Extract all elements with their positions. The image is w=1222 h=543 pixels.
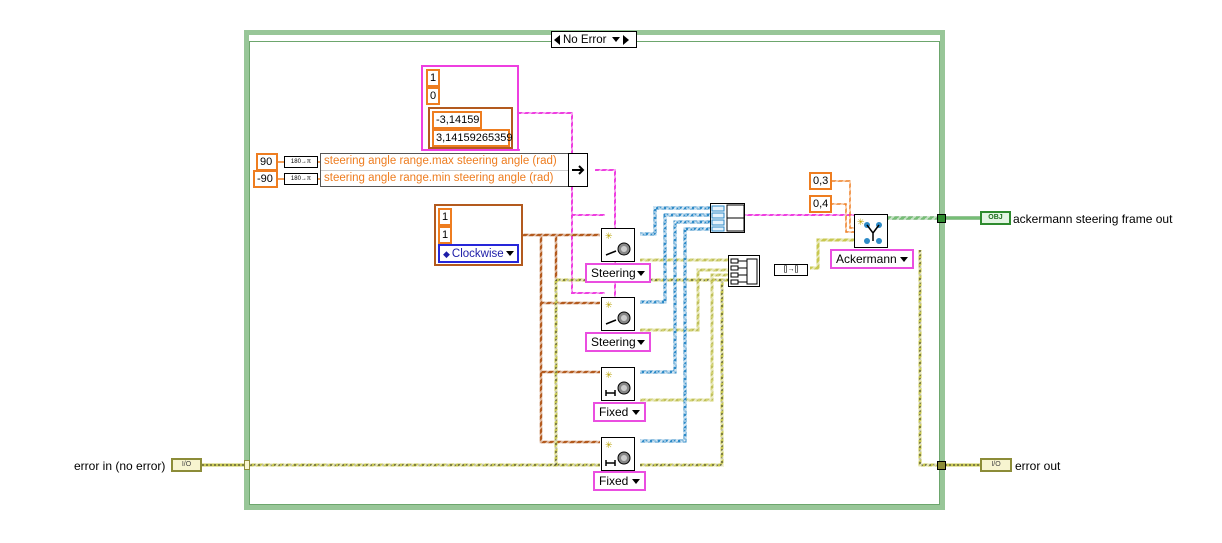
wheel-cluster-constant[interactable]: 1 1 ◆ Clockwise [434,204,523,266]
ackermann-icon: ✳ [857,217,882,244]
wheel-value-1[interactable]: 1 [438,208,452,226]
bundle-node[interactable] [568,153,588,187]
svg-text:✳: ✳ [605,231,613,241]
build-array-node[interactable] [710,203,745,233]
fixed-wheel-icon: ✳ [605,440,631,466]
deg-to-rad-convert-max[interactable]: 180→π [284,156,318,168]
wheel-type-2-dropdown-icon[interactable] [637,339,645,345]
dimension-constant-b[interactable]: 0,4 [809,195,832,213]
error-cluster-icon: I/O [181,461,192,468]
deg-wires [278,161,322,180]
wheel-type-3[interactable]: Fixed [593,402,646,422]
steering-wheel-icon: ✳ [605,231,631,256]
wheel-type-1-dropdown-icon[interactable] [637,270,645,276]
error-cluster-icon: I/O [991,461,1001,468]
wheel-vi-4[interactable]: ✳ [601,437,635,471]
direction-enum[interactable]: ◆ Clockwise [438,244,519,263]
error-in-tunnel [244,460,250,470]
range-min-constant[interactable]: -3,14159 [432,111,482,129]
max-degree-constant[interactable]: 90 [256,153,278,171]
bundle-arrow-icon [572,165,585,175]
wheel-value-2[interactable]: 1 [438,226,452,244]
case-dropdown-icon[interactable] [612,37,621,42]
unbundle-max-row: steering angle range.max steering angle … [321,154,576,171]
frame-out-tunnel [937,214,946,223]
error-out-terminal[interactable]: I/O [980,458,1012,472]
frame-type-enum[interactable]: Ackermann [830,249,914,269]
wheel-type-2[interactable]: Steering [585,332,651,352]
array-constant[interactable]: 1 0 -3,14159 3,14159265359 [421,65,519,151]
wheel-type-3-dropdown-icon[interactable] [632,409,640,415]
frame-out-terminal[interactable]: OBJ [980,211,1011,225]
wheel-vi-2[interactable]: ✳ [601,297,635,331]
range-cluster-constant[interactable]: -3,14159 3,14159265359 [428,107,513,149]
wheel-type-4-dropdown-icon[interactable] [632,478,640,484]
merge-errors-icon [730,258,758,285]
frame-type-dropdown-icon[interactable] [900,256,908,262]
error-in-label: error in (no error) [74,459,166,473]
svg-text:✳: ✳ [605,370,613,380]
array-element-1[interactable]: 0 [426,87,440,105]
steering-wheel-icon: ✳ [605,300,631,325]
case-selector-label: No Error [563,33,607,46]
frame-out-label: ackermann steering frame out [1013,212,1173,226]
array-to-cluster-node[interactable]: []→[] [774,264,808,276]
case-selector[interactable]: No Error [551,31,637,48]
enum-arrows-icon: ◆ [443,248,450,259]
svg-text:✳: ✳ [605,300,613,310]
build-array-icon [711,204,745,232]
range-max-constant[interactable]: 3,14159265359 [432,129,512,147]
ackermann-frame-vi[interactable]: ✳ [854,214,888,248]
array-element-0[interactable]: 1 [426,69,440,87]
merge-errors-node[interactable] [728,255,760,287]
svg-text:✳: ✳ [857,217,865,227]
wheel-type-4[interactable]: Fixed [593,471,646,491]
unbundle-min-row: steering angle range.min steering angle … [324,172,554,184]
error-out-tunnel [937,461,946,470]
direction-dropdown-icon[interactable] [506,251,514,256]
case-structure[interactable] [244,30,945,510]
svg-text:✳: ✳ [605,440,613,450]
error-out-label: error out [1015,459,1061,473]
unbundle-by-name[interactable]: steering angle range.max steering angle … [320,153,577,187]
wheel-type-1[interactable]: Steering [585,263,651,283]
error-in-terminal[interactable]: I/O [171,458,202,472]
decrement-case-icon[interactable] [554,34,560,45]
wheel-vi-1[interactable]: ✳ [601,228,635,262]
deg-to-rad-convert-min[interactable]: 180→π [284,173,318,185]
fixed-wheel-icon: ✳ [605,370,631,396]
dimension-constant-a[interactable]: 0,3 [809,172,832,190]
wheel-vi-3[interactable]: ✳ [601,367,635,401]
increment-case-icon[interactable] [623,34,630,45]
min-degree-constant[interactable]: -90 [253,170,278,188]
object-icon: OBJ [988,214,1003,221]
